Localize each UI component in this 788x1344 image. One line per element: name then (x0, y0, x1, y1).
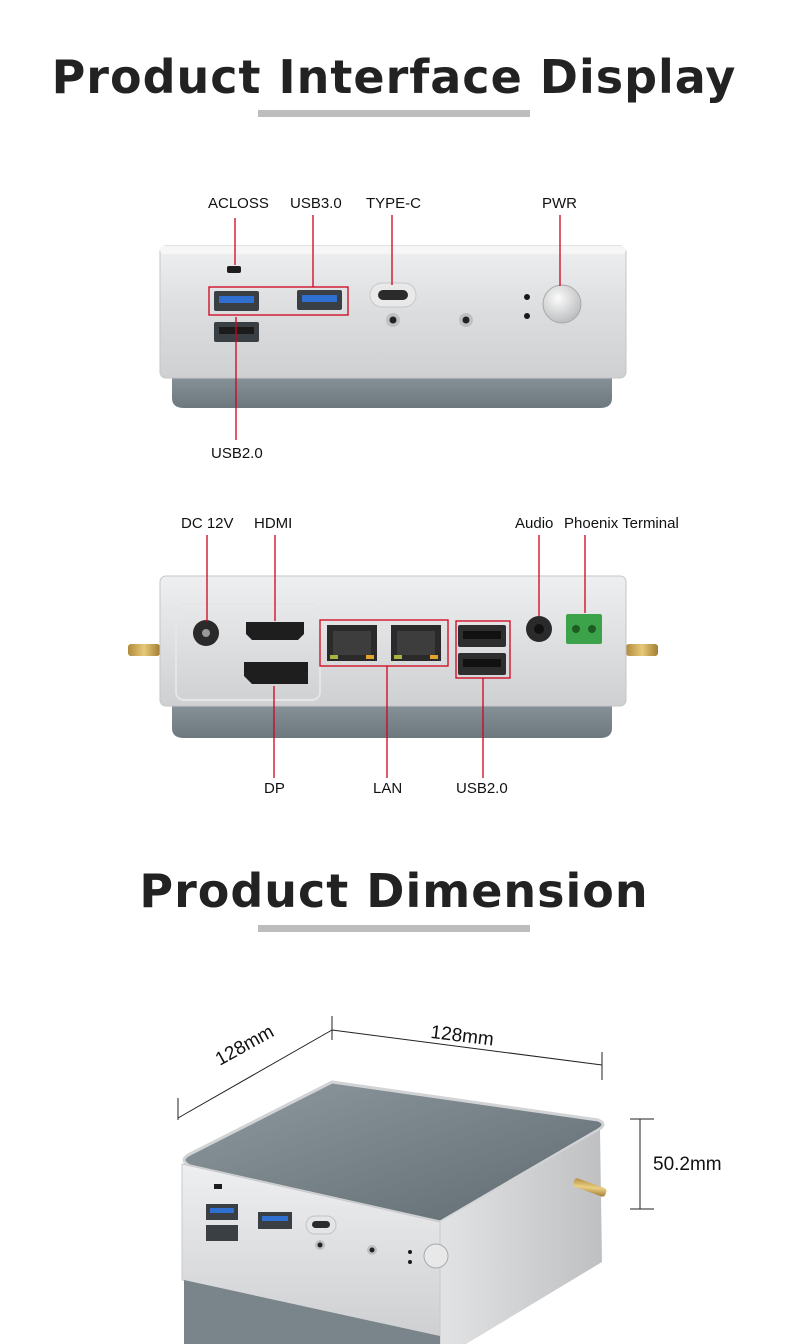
label-usb20-front: USB2.0 (211, 445, 263, 462)
label-audio: Audio (515, 515, 554, 532)
label-lan: LAN (373, 780, 403, 797)
rear-panel-image (128, 535, 658, 778)
dimension-image (177, 1016, 654, 1344)
label-pwr: PWR (542, 195, 577, 212)
label-usb30: USB3.0 (290, 195, 342, 212)
interface-section-title: Product Interface Display (51, 50, 737, 104)
dimension-height: 50.2mm (653, 1154, 722, 1175)
label-phoenix-terminal: Phoenix Terminal (564, 515, 679, 532)
front-panel-image (159, 215, 627, 440)
label-dc12v: DC 12V (181, 515, 234, 532)
label-dp: DP (264, 780, 285, 797)
title-underline (258, 110, 530, 117)
label-hdmi: HDMI (254, 515, 293, 532)
label-typec: TYPE-C (366, 195, 422, 212)
dimension-section-title: Product Dimension (139, 864, 649, 918)
title-underline-2 (258, 925, 530, 932)
label-acloss: ACLOSS (208, 195, 269, 212)
label-usb20-rear: USB2.0 (456, 780, 508, 797)
